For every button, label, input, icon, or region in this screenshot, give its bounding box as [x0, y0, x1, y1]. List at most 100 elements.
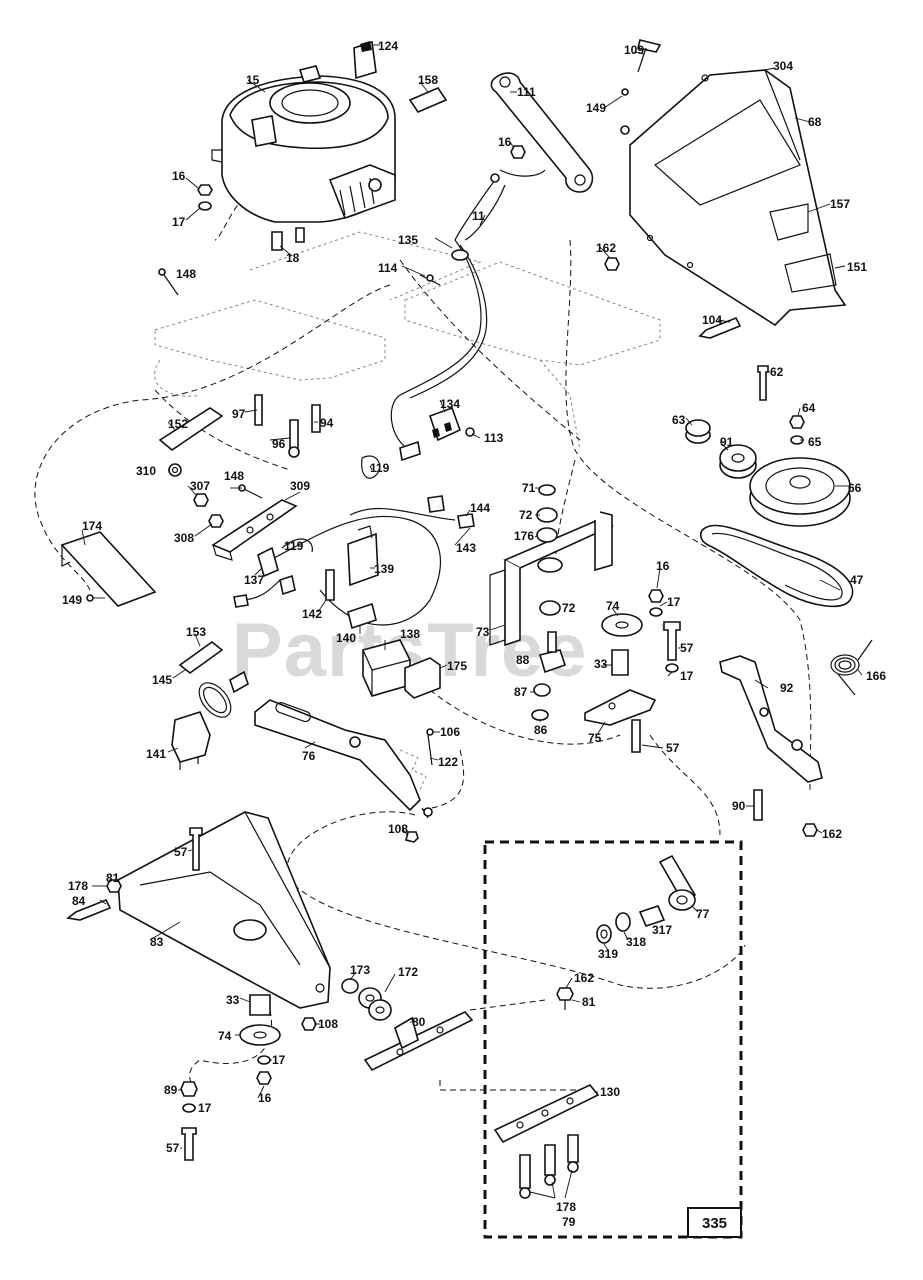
callout-178b: 178 — [556, 1200, 576, 1214]
callout-108b: 108 — [318, 1017, 338, 1031]
cable-135 — [390, 239, 488, 451]
callout-17d: 17 — [272, 1053, 286, 1067]
callout-162: 162 — [596, 241, 616, 255]
callout-16d: 16 — [258, 1091, 272, 1105]
callout-162b: 162 — [822, 827, 842, 841]
callout-94: 94 — [320, 416, 334, 430]
bolts-178-79 — [519, 1134, 579, 1199]
callout-134: 134 — [440, 397, 460, 411]
callout-144: 144 — [470, 501, 490, 515]
callout-148: 148 — [176, 267, 196, 281]
clip-119b — [361, 455, 381, 479]
callout-143: 143 — [456, 541, 476, 555]
pulley-91 — [719, 444, 757, 479]
callout-74b: 74 — [218, 1029, 232, 1043]
switch-134 — [428, 406, 475, 442]
shield-174 — [60, 531, 157, 607]
callout-142: 142 — [302, 607, 322, 621]
shaft-bracket-73 — [489, 511, 614, 647]
callout-57b: 57 — [666, 741, 680, 755]
callout-92: 92 — [780, 681, 794, 695]
nut-149b-lower — [620, 125, 630, 135]
callout-137: 137 — [244, 573, 264, 587]
callout-77: 77 — [696, 907, 710, 921]
spring-166 — [830, 639, 873, 696]
callout-80: 80 — [412, 1015, 426, 1029]
fasteners-17-16-89-57d — [180, 1055, 272, 1161]
washer-74b-33b — [239, 994, 281, 1046]
nut-108b — [301, 1017, 317, 1031]
callout-124: 124 — [378, 39, 398, 53]
callout-88: 88 — [516, 653, 530, 667]
grommet-162a — [604, 257, 620, 271]
screw-106 — [426, 728, 434, 736]
callout-66: 66 — [848, 481, 862, 495]
belt-guard-304 — [629, 69, 847, 327]
leader-lines — [81, 44, 863, 1199]
callout-17: 17 — [172, 215, 186, 229]
callout-114: 114 — [378, 261, 398, 275]
callout-304: 304 — [773, 59, 793, 73]
callout-172: 172 — [398, 965, 418, 979]
callout-72: 72 — [519, 508, 533, 522]
spring-122 — [399, 734, 433, 791]
callout-79: 79 — [562, 1215, 576, 1229]
callout-151: 151 — [847, 260, 867, 274]
frame-83 — [117, 811, 331, 1009]
washers-173-172 — [341, 978, 392, 1021]
callout-76: 76 — [302, 749, 316, 763]
bracket-124 — [353, 40, 377, 80]
callout-86: 86 — [534, 723, 548, 737]
screw-142 — [325, 569, 335, 601]
callout-68: 68 — [808, 115, 822, 129]
idler-bracket-92 — [719, 655, 823, 783]
seal-145 — [198, 670, 249, 718]
callout-72b: 72 — [562, 601, 576, 615]
callout-73: 73 — [476, 625, 490, 639]
callout-111: 111 — [517, 85, 536, 99]
plate-75 — [584, 689, 657, 753]
washer-74a-33a — [601, 589, 664, 676]
bolt-57c — [189, 827, 203, 871]
callout-87: 87 — [514, 685, 528, 699]
callout-15: 15 — [246, 73, 260, 87]
wiring-left — [233, 495, 475, 626]
callout-158: 158 — [418, 73, 438, 87]
callout-166: 166 — [866, 669, 886, 683]
callout-157: 157 — [830, 197, 850, 211]
bushings-317-318-319 — [596, 905, 666, 944]
callout-91: 91 — [720, 435, 734, 449]
callout-130: 130 — [600, 1085, 620, 1099]
callout-308: 308 — [174, 531, 194, 545]
bolts-97-96-94 — [254, 394, 321, 458]
nut-108a — [405, 831, 419, 843]
callout-149b: 149 — [586, 101, 606, 115]
callout-96: 96 — [272, 437, 286, 451]
callout-18: 18 — [286, 251, 300, 265]
plate-80 — [363, 1011, 474, 1072]
callout-173: 173 — [350, 963, 370, 977]
nut-162b — [802, 823, 818, 837]
decal-158 — [408, 87, 448, 113]
callout-176: 176 — [514, 529, 534, 543]
callout-109: 109 — [624, 43, 644, 57]
bolt-57a — [663, 621, 681, 673]
nut-149 — [86, 594, 94, 602]
callout-57d: 57 — [166, 1141, 180, 1155]
fasteners-310-307-308 — [168, 463, 263, 528]
callout-17c: 17 — [680, 669, 694, 683]
cable-11 — [454, 169, 546, 241]
callout-138: 138 — [400, 627, 420, 641]
engine — [211, 65, 396, 251]
callout-57c: 57 — [174, 845, 188, 859]
callout-71: 71 — [522, 481, 536, 495]
callout-83: 83 — [150, 935, 164, 949]
callout-139: 139 — [374, 562, 394, 576]
callout-17b: 17 — [667, 595, 681, 609]
callout-11: 11 — [472, 209, 485, 223]
callout-149: 149 — [62, 593, 82, 607]
callout-106: 106 — [440, 725, 460, 739]
bearings-72-176-71 — [536, 484, 561, 616]
callout-145: 145 — [152, 673, 172, 687]
